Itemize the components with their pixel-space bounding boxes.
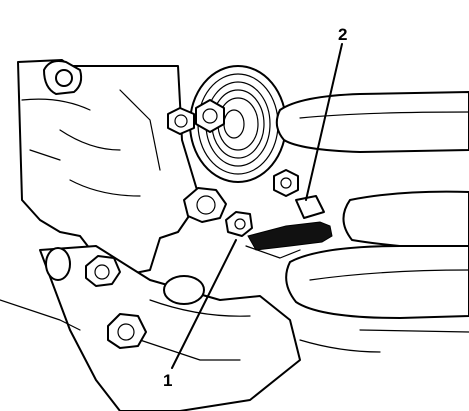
callout-2-leader xyxy=(305,43,343,201)
sensor-component xyxy=(247,195,333,251)
callout-2: 2 xyxy=(338,25,347,44)
wheel-hub xyxy=(189,65,287,183)
upper-bolt-group xyxy=(167,99,299,197)
coil-spring xyxy=(275,91,469,353)
bracket-nut xyxy=(225,211,301,259)
callout-1: 1 xyxy=(163,371,172,390)
hose-fitting xyxy=(43,60,83,95)
steering-knuckle xyxy=(17,59,201,277)
lower-control-arm xyxy=(0,245,301,411)
callout-1-leader xyxy=(171,239,237,369)
lower-bolt-group xyxy=(45,247,205,349)
center-bolt xyxy=(183,187,227,223)
